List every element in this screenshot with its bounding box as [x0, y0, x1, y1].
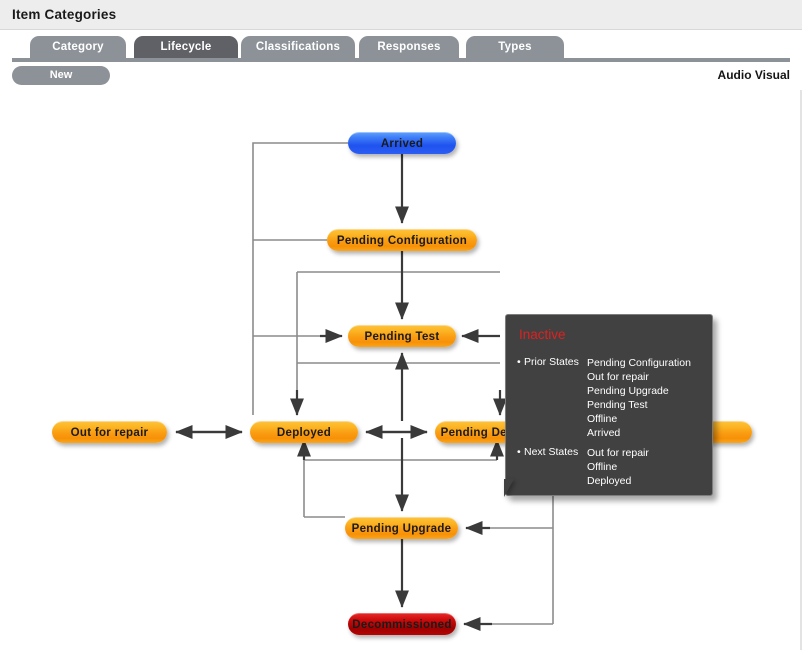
tab-responses[interactable]: Responses — [359, 36, 459, 60]
state-node-pending-test[interactable]: Pending Test — [348, 325, 456, 347]
tooltip-state-item: Offline — [587, 413, 618, 425]
tooltip-state-item: Pending Upgrade — [587, 385, 669, 397]
tooltip-pointer-icon — [504, 479, 514, 497]
prior-states-bullet-icon: • — [517, 356, 521, 368]
tab-types[interactable]: Types — [466, 36, 564, 60]
page-title: Item Categories — [12, 7, 117, 22]
tooltip-state-item: Pending Test — [587, 399, 648, 411]
state-node-arrived[interactable]: Arrived — [348, 132, 456, 154]
tab-classifications[interactable]: Classifications — [241, 36, 355, 60]
window-titlebar: Item Categories — [0, 0, 802, 30]
tooltip-state-item: Deployed — [587, 475, 632, 487]
next-states-label: Next States — [524, 446, 579, 458]
tab-category[interactable]: Category — [30, 36, 126, 60]
new-button[interactable]: New — [12, 66, 110, 85]
next-states-bullet-icon: • — [517, 446, 521, 458]
state-node-pending-upgrade[interactable]: Pending Upgrade — [345, 517, 458, 539]
tooltip-title: Inactive — [519, 327, 566, 342]
state-node-decommissioned[interactable]: Decommissioned — [348, 613, 456, 635]
tab-underline — [12, 58, 790, 62]
state-node-pending-configuration[interactable]: Pending Configuration — [327, 229, 477, 251]
tooltip-state-item: Pending Configuration — [587, 357, 691, 369]
state-node-deployed[interactable]: Deployed — [250, 421, 358, 443]
tooltip-state-item: Offline — [587, 461, 618, 473]
tooltip-state-item: Out for repair — [587, 447, 649, 459]
tab-lifecycle[interactable]: Lifecycle — [134, 36, 238, 60]
tooltip-state-item: Out for repair — [587, 371, 649, 383]
state-node-out-for-repair[interactable]: Out for repair — [52, 421, 167, 443]
category-context-label: Audio Visual — [717, 68, 790, 82]
prior-states-label: Prior States — [524, 356, 579, 368]
tooltip-state-item: Arrived — [587, 427, 621, 439]
state-info-tooltip: Inactive • Prior States Pending Configur… — [505, 314, 713, 496]
action-toolbar: New Audio Visual — [0, 62, 802, 90]
